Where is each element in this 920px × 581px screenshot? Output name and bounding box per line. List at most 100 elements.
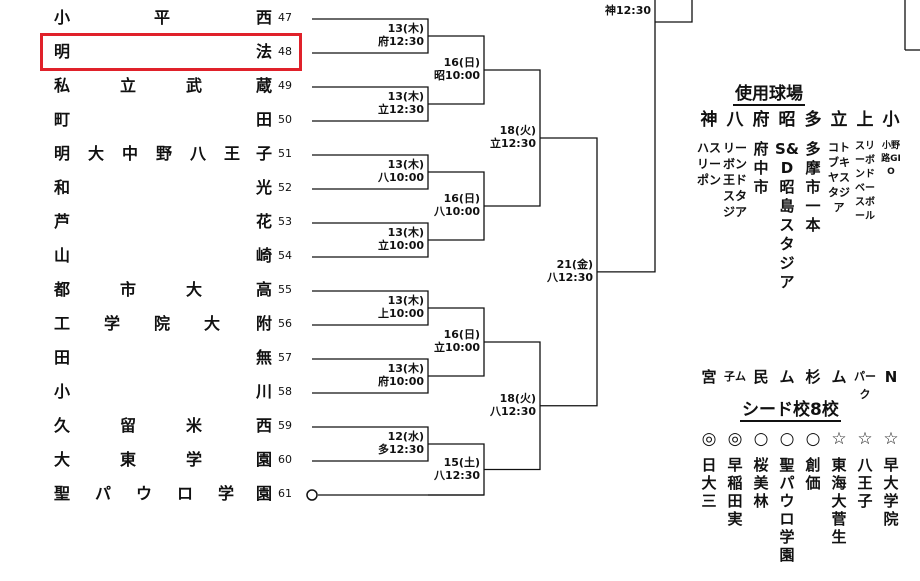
team-name-char: 附 [256, 314, 273, 333]
team-name-char: 学 [218, 484, 235, 503]
match-label: 12(水)多12:30 [338, 430, 424, 456]
team-name-char: 八 [190, 144, 207, 163]
team-name-char: パ [95, 484, 112, 503]
team-name-char: 田 [54, 348, 71, 367]
venues-title: 使用球場 [733, 84, 805, 106]
team-number: 61 [278, 487, 292, 500]
match-slot: 立12:30 [377, 103, 424, 116]
team-name-char: 高 [256, 280, 273, 299]
match-slot: 八10:00 [433, 205, 480, 218]
match-slot: 八12:30 [546, 270, 593, 284]
team-number: 49 [278, 79, 292, 92]
venue-column: 府府中市民 [748, 110, 774, 395]
team-name-char: 明 [54, 144, 71, 163]
seed-mark-icon: ☆ [831, 429, 847, 449]
team-name-char: 川 [256, 382, 273, 401]
team-name-char: 東 [120, 450, 137, 469]
seed-column: ☆ 東海大菅生 [826, 428, 852, 546]
team-number: 53 [278, 215, 292, 228]
seed-mark-icon: ○ [805, 429, 821, 449]
team-name-char: 野 [156, 144, 173, 163]
match-slot: 立12:30 [489, 137, 536, 150]
team-number: 58 [278, 385, 292, 398]
team-number: 51 [278, 147, 292, 160]
match-date: 18(火) [499, 124, 536, 137]
match-label: 15(土)八12:30 [394, 456, 480, 482]
seed-mark-icon: ☆ [857, 429, 873, 449]
match-date: 13(木) [387, 362, 424, 375]
highlighted-team-box [40, 33, 302, 71]
match-slot: 府10:00 [377, 375, 424, 388]
team-name-char: 園 [256, 484, 273, 503]
seed-marker-icon [306, 489, 318, 501]
match-date: 12(水) [387, 430, 424, 443]
team-name-char: 法 [256, 42, 273, 61]
team-row[interactable]: 田 無 57 [40, 343, 302, 373]
match-label: 21(金)八12:30 [507, 258, 593, 284]
team-number: 47 [278, 11, 292, 24]
venue-name-end: パーク [854, 370, 876, 401]
team-row[interactable]: 小 川 58 [40, 377, 302, 407]
match-label: 13(木)八10:00 [338, 158, 424, 184]
team-number: 55 [278, 283, 292, 296]
match-label: 13(木)立10:00 [338, 226, 424, 252]
venue-column: 八リーボン王ドスタジア子ム [722, 110, 748, 395]
venue-column: 多多摩市一本杉 [800, 110, 826, 395]
match-label: 18(火)立12:30 [450, 124, 536, 150]
seed-mark-icon: ○ [753, 429, 769, 449]
seed-school-name: 聖パウロ学園 [779, 456, 795, 564]
venue-abbr: 多 [804, 110, 822, 130]
team-number: 56 [278, 317, 292, 330]
team-name-char: 無 [256, 348, 273, 367]
seed-school-name: 東海大菅生 [831, 456, 847, 546]
match-slot: 多12:30 [377, 443, 424, 456]
seed-school-name: 早大学院 [883, 456, 899, 528]
match-date: 18(火) [499, 391, 536, 405]
team-name-char: 都 [54, 280, 71, 299]
venue-name: コトブキヤスタジア [828, 141, 850, 214]
team-name-char: ロ [177, 484, 194, 503]
team-name-char: 西 [256, 416, 273, 435]
team-name-char: 学 [104, 314, 121, 333]
match-slot: 立10:00 [433, 341, 480, 354]
team-name-char: 蔵 [256, 76, 273, 95]
team-number: 54 [278, 249, 292, 262]
seed-school-name: 桜美林 [753, 456, 769, 510]
team-name-char: 園 [256, 450, 273, 469]
team-name-char: 大 [54, 450, 71, 469]
venue-column: 神ハスリーポン宮 [696, 110, 722, 395]
venue-name: 多摩市一本 [805, 140, 821, 234]
team-name-char: 明 [54, 42, 71, 61]
venue-name-end: 杉 [805, 368, 821, 386]
bracket-line [655, 0, 693, 23]
match-slot: 上10:00 [377, 307, 424, 320]
match-label: 16(日)八10:00 [394, 192, 480, 218]
seed-column: ☆早大学院 [878, 428, 904, 528]
team-name-char: 子 [256, 144, 273, 163]
team-name-char: 花 [256, 212, 273, 231]
match-slot: 八10:00 [377, 171, 424, 184]
team-name-char: 小 [54, 382, 71, 401]
match-label: 神12:30 [565, 4, 651, 17]
match-slot: 八12:30 [489, 404, 536, 418]
seed-column: ○ 桜美林 [748, 428, 774, 510]
team-name-char: 町 [54, 110, 71, 129]
team-name-char: 武 [186, 76, 203, 95]
venue-name: S&D昭島スタジア [775, 140, 799, 291]
team-name-char: 山 [54, 246, 71, 265]
team-number: 57 [278, 351, 292, 364]
